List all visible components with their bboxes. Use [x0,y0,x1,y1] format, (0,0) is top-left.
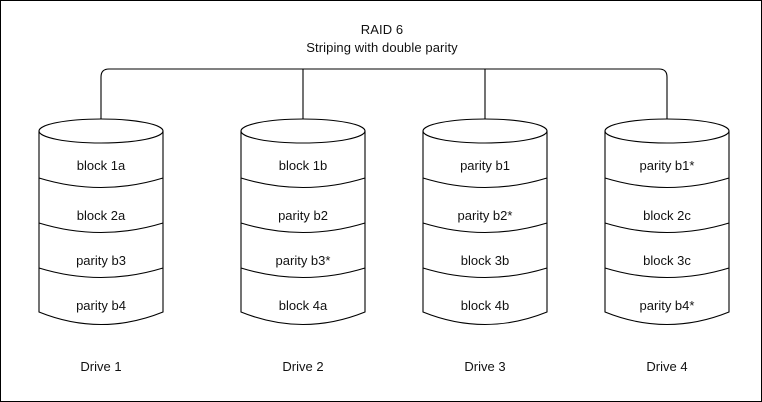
drive-3-top-ellipse [422,118,548,144]
drive-1-segment-4-label: parity b4 [76,298,126,313]
drive-1-segment-2-label: block 2a [76,208,126,223]
drive-1-divider-1 [38,177,164,189]
diagram-title-line1: RAID 6 [360,22,404,37]
drive-2-bottom-arc [240,311,366,326]
bus-connector [100,68,668,120]
drive-3-divider-3 [422,267,548,279]
drive-2-divider-1 [240,177,366,189]
drive-3-name-label: Drive 3 [464,359,506,374]
drive-4-divider-1 [604,177,730,189]
diagram-title-line2: Striping with double parity [306,40,458,55]
drive-2-divider-2 [240,222,366,234]
drive-1-divider-3 [38,267,164,279]
drive-3-bottom-arc [422,311,548,326]
drive-3-cylinder [422,118,548,326]
drive-3-divider-2 [422,222,548,234]
drive-1-divider-2 [38,222,164,234]
drive-4-segment-4-label: parity b4* [639,298,695,313]
drive-2-name-label: Drive 2 [282,359,324,374]
drive-2-top-ellipse [240,118,366,144]
drive-1-cylinder [38,118,164,326]
drive-2-segment-3-label: parity b3* [275,253,331,268]
drive-3-segment-1-label: parity b1 [460,158,510,173]
drive-4-bottom-arc [604,311,730,326]
drive-1-name-label: Drive 1 [80,359,122,374]
drive-1-bottom-arc [38,311,164,326]
drive-3-divider-1 [422,177,548,189]
drive-4-divider-3 [604,267,730,279]
drive-2-cylinder [240,118,366,326]
drive-4-segment-3-label: block 3c [643,253,691,268]
drive-4-divider-2 [604,222,730,234]
drive-3-segment-3-label: block 3b [460,253,510,268]
drive-2-segment-2-label: parity b2 [278,208,328,223]
drive-4-name-label: Drive 4 [646,359,688,374]
drive-4-segment-2-label: block 2c [643,208,691,223]
drive-2-segment-4-label: block 4a [278,298,328,313]
drive-3-segment-4-label: block 4b [460,298,510,313]
drive-3-segment-2-label: parity b2* [457,208,513,223]
drive-2-segment-1-label: block 1b [278,158,328,173]
drive-4-segment-1-label: parity b1* [639,158,695,173]
drive-4-cylinder [604,118,730,326]
drive-1-top-ellipse [38,118,164,144]
drive-2-divider-3 [240,267,366,279]
drive-1-segment-3-label: parity b3 [76,253,126,268]
drive-4-top-ellipse [604,118,730,144]
drive-1-segment-1-label: block 1a [76,158,126,173]
diagram-title: RAID 6 Striping with double parity [1,21,761,57]
